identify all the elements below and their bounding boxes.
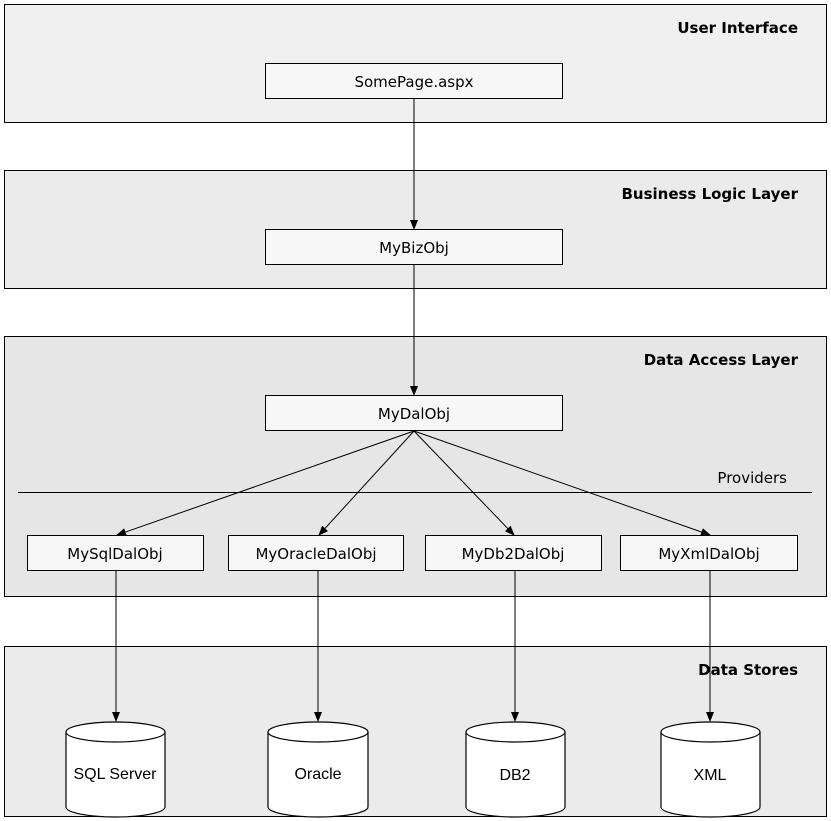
edge-mydalobj-to-myxmldalobj <box>413 430 711 536</box>
box-label-mydalobj: MyDalObj <box>378 405 450 423</box>
database-label-sqlserver: SQL Server <box>74 766 158 783</box>
providers-label: Providers <box>717 469 787 487</box>
box-label-mybizobj: MyBizObj <box>379 239 449 257</box>
box-myoracledalobj: MyOracleDalObj <box>228 535 404 571</box>
database-sqlserver-icon: SQL Server <box>65 721 166 818</box>
edge-mydalobj-to-myoracledalobj <box>318 430 415 536</box>
database-oracle-icon: Oracle <box>267 721 369 818</box>
box-label-somepage: SomePage.aspx <box>354 73 473 91</box>
box-label-mydb2dalobj: MyDb2DalObj <box>462 545 565 563</box>
box-label-mysqldalobj: MySqlDalObj <box>67 545 162 563</box>
box-label-myoracledalobj: MyOracleDalObj <box>255 545 376 563</box>
box-mybizobj: MyBizObj <box>265 229 563 265</box>
layer-title-data-stores: Data Stores <box>698 661 798 679</box>
box-label-myxmldalobj: MyXmlDalObj <box>658 545 759 563</box>
database-db2-icon: DB2 <box>465 721 566 818</box>
edge-mydalobj-to-mysqldalobj <box>116 430 415 536</box>
box-mydb2dalobj: MyDb2DalObj <box>425 535 602 571</box>
box-myxmldalobj: MyXmlDalObj <box>620 535 798 571</box>
database-label-oracle: Oracle <box>294 766 341 783</box>
layer-title-data-access: Data Access Layer <box>644 351 799 369</box>
edge-mydalobj-to-mydb2dalobj <box>413 430 515 536</box>
box-mysqldalobj: MySqlDalObj <box>27 535 204 571</box>
database-xml-icon: XML <box>660 721 761 818</box>
box-somepage: SomePage.aspx <box>265 63 563 99</box>
database-label-db2: DB2 <box>499 767 530 784</box>
layer-title-user-interface: User Interface <box>677 19 798 37</box>
layer-title-business-logic: Business Logic Layer <box>621 185 798 203</box>
edges <box>112 99 714 722</box>
database-label-xml: XML <box>694 767 727 784</box>
box-mydalobj: MyDalObj <box>265 395 563 431</box>
